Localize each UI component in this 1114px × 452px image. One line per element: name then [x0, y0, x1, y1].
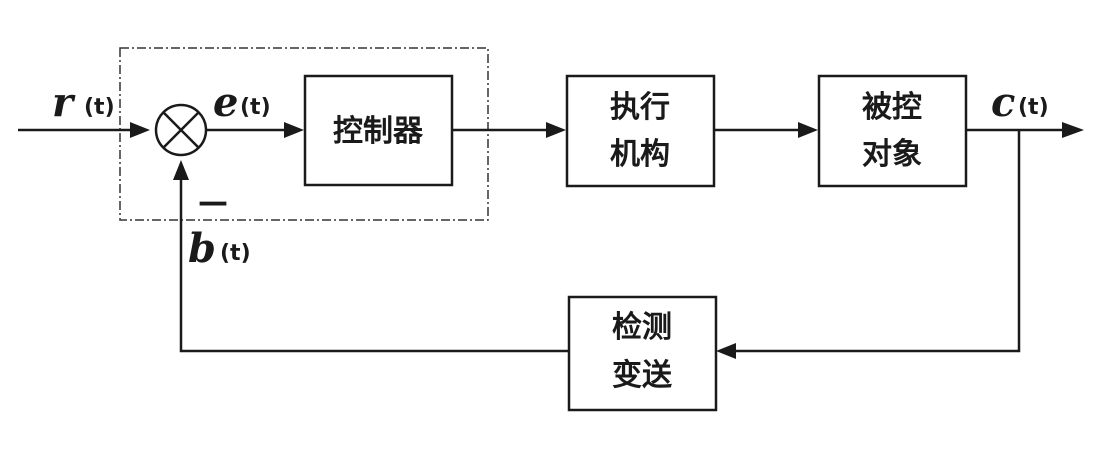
output-signal-arg: (t) — [1018, 95, 1049, 120]
plant-input-arrowhead — [798, 122, 818, 138]
sensor-label-line1: 检测 — [612, 310, 672, 345]
feedback-signal-symbol: b — [188, 225, 216, 272]
output-signal-symbol: c — [991, 79, 1015, 126]
reference-arrowhead — [130, 122, 150, 138]
sensor-transmitter-block — [567, 295, 718, 412]
plant-block — [817, 74, 968, 188]
sensor-label-line2: 变送 — [612, 358, 672, 393]
feedback-wire — [179, 176, 569, 353]
reference-signal-arg: (t) — [84, 95, 115, 120]
summing-junction — [154, 103, 208, 157]
feedback-signal-arg: (t) — [220, 241, 251, 266]
error-signal-symbol: e — [213, 79, 238, 126]
controller-boundary-dashed — [119, 47, 489, 221]
actuator-label-line1: 执行 — [610, 90, 670, 125]
sensor-input-arrowhead — [716, 343, 736, 359]
actuator-input-arrowhead — [546, 122, 566, 138]
output-takeoff-wire — [734, 130, 1021, 353]
controller-label: 控制器 — [333, 114, 424, 149]
controller-block — [303, 74, 454, 187]
reference-signal-symbol: r — [52, 79, 76, 126]
actuator-block — [565, 74, 716, 188]
feedback-minus-sign: — — [198, 185, 228, 220]
plant-label-line1: 被控 — [862, 90, 922, 125]
plant-label-line2: 对象 — [862, 137, 922, 172]
error-signal-arg: (t) — [240, 95, 271, 120]
error-arrowhead — [284, 122, 304, 138]
output-arrowhead — [1062, 122, 1084, 138]
feedback-arrowhead — [173, 160, 189, 180]
actuator-label-line2: 机构 — [610, 137, 670, 172]
